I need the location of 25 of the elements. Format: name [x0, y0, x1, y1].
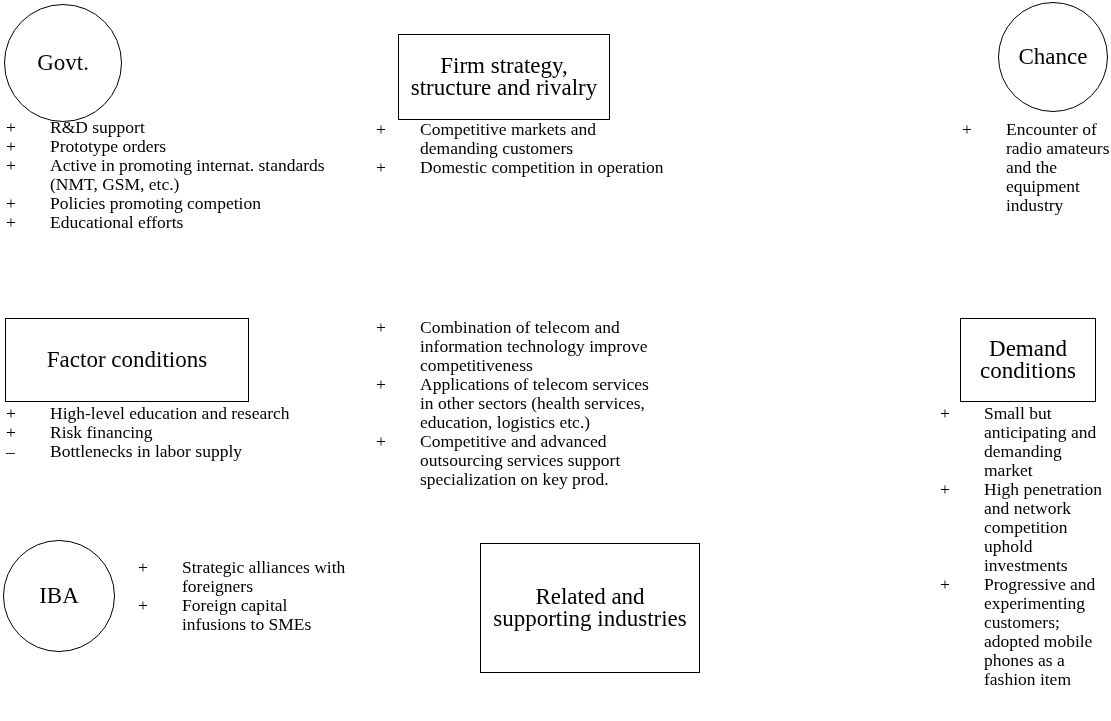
bullet-item: + Competitive and advanced outsourcing services support specialization on key prod.: [376, 432, 622, 489]
label-box: Demand conditions: [960, 318, 1096, 402]
bullet-item: + Small but anticipating and demanding market: [940, 404, 1098, 480]
bullet-item: + Encounter of radio amateurs and the equipment industry: [962, 120, 1111, 215]
label-circle: IBA: [3, 540, 115, 652]
bullet-item: + Risk financing: [6, 423, 154, 442]
bullet-item: + Strategic alliances with foreigners: [138, 558, 347, 596]
bullet-item: + High-level education and research: [6, 404, 291, 423]
label-box: Related and supporting industries: [480, 543, 700, 673]
bullet-item: + Policies promoting competion: [6, 194, 262, 213]
bullet-item: + Applications of telecom services in other sectors (health services, education, logistics etc.): [376, 375, 650, 432]
bullet-item: + Educational efforts: [6, 213, 185, 232]
bullet-item: + Combination of telecom and information technology improve competitiveness: [376, 318, 649, 375]
bullet-item: + Domestic competition in operation: [376, 158, 665, 177]
bullet-item: + Progressive and experimenting customers; adopted mobile phones as a fashion item: [940, 575, 1097, 689]
bullet-item: – Bottlenecks in labor supply: [6, 442, 243, 461]
bullet-item: + Foreign capital infusions to SMEs: [138, 596, 313, 634]
bullet-item: + High penetration and network competition uphold investments: [940, 480, 1104, 575]
bullet-item: + Active in promoting internat. standards (NMT, GSM, etc.): [6, 156, 326, 194]
bullet-item: + Competitive markets and demanding customers: [376, 120, 597, 158]
label-box: Factor conditions: [5, 318, 249, 402]
label-circle: Govt.: [4, 4, 122, 122]
label-box: Firm strategy, structure and rivalry: [398, 34, 610, 120]
bullet-item: + Prototype orders: [6, 137, 168, 156]
label-circle: Chance: [998, 2, 1108, 112]
